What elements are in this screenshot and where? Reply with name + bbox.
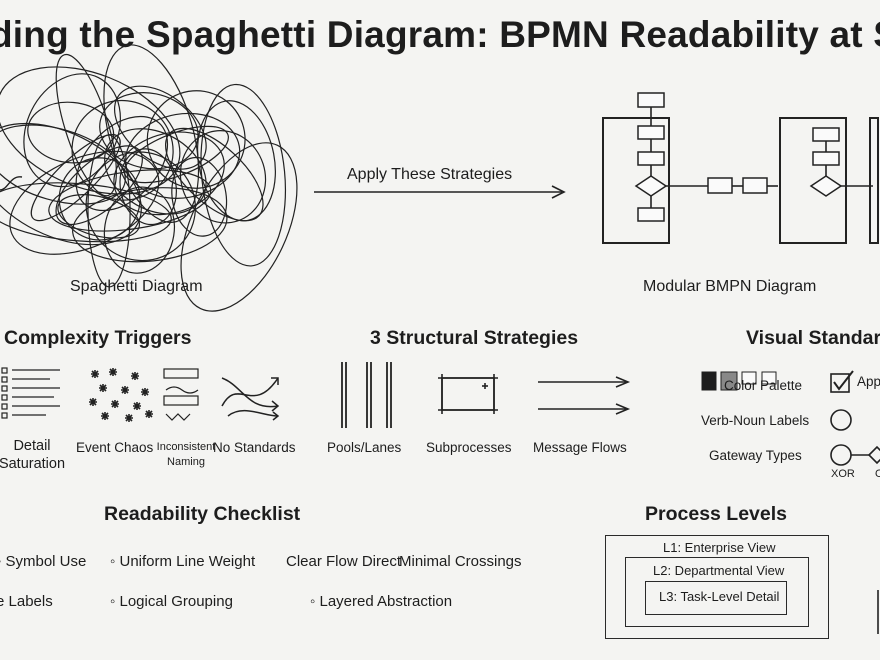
scribble-loop	[85, 151, 196, 262]
apply-strategies-label: Apply These Strategies	[347, 166, 513, 183]
pools-lanes-label: Pools/Lanes	[327, 440, 402, 455]
process-levels-heading: Process Levels	[645, 503, 788, 525]
scribble-loop	[123, 125, 229, 184]
collapsed-subprocess-icon	[438, 374, 498, 414]
bullet-icon: ◦	[110, 593, 120, 610]
event-mark	[131, 372, 139, 380]
checklist-uniform-line-weight: ◦ Uniform Line Weight	[110, 553, 256, 570]
detail-saturation-label: Detail Saturation	[0, 438, 66, 472]
scribble-loop	[0, 182, 172, 243]
level-3-box	[645, 581, 787, 615]
event-mark	[133, 402, 141, 410]
scattered-events-icon	[89, 368, 153, 422]
checklist-layered-abstraction: ◦ Layered Abstraction	[310, 593, 453, 610]
mixed-shapes-icon	[163, 368, 199, 421]
checklist-minimal-crossings: Minimal Crossings	[399, 553, 522, 570]
scribble-loop	[179, 130, 267, 224]
scribble-loop	[27, 101, 115, 164]
xor-label: XOR	[831, 468, 855, 480]
tangled-arrows-icon	[221, 377, 280, 421]
bullet-icon: ◦	[310, 593, 320, 610]
event-mark	[89, 398, 97, 406]
spaghetti-diagram-label: Spaghetti Diagram	[70, 278, 203, 295]
event-mark	[101, 412, 109, 420]
inconsistent-naming-label: Inconsistent Naming	[156, 441, 216, 468]
visual-standards-heading: Visual Standar	[746, 327, 880, 349]
page-title: ding the Spaghetti Diagram: BPMN Readabi…	[0, 14, 880, 55]
message-flows-label: Message Flows	[533, 440, 627, 455]
scribble-loop	[99, 92, 199, 170]
event-mark	[109, 368, 117, 376]
color-swatches-icon	[701, 371, 777, 391]
verb-noun-labels-label: Verb-Noun Labels	[701, 413, 810, 428]
message-flow-arrows-icon	[538, 376, 631, 415]
scribble-loop	[57, 194, 141, 239]
checklist-logical-grouping: ◦ Logical Grouping	[110, 593, 233, 610]
event-mark	[91, 370, 99, 378]
gateway-types-label: Gateway Types	[709, 448, 802, 463]
event-mark	[141, 388, 149, 396]
scribble-loop	[71, 99, 174, 201]
scribble-loop	[0, 122, 142, 246]
event-chaos-label: Event Chaos	[76, 440, 154, 455]
bullet-icon: ◦	[110, 553, 120, 570]
spaghetti-scribble-icon	[0, 44, 298, 312]
arrow-right-icon	[314, 185, 566, 199]
color-palette-label: Color Palette	[724, 378, 803, 393]
event-mark	[121, 386, 129, 394]
bullet-icon: ◦	[0, 553, 6, 570]
scribble-loop	[171, 156, 228, 237]
checkbox-icon	[830, 370, 854, 393]
scribble-loop	[72, 187, 228, 263]
or-label: O	[875, 468, 880, 480]
modular-bpmn-diagram	[602, 92, 879, 244]
partial-frame-icon	[877, 590, 879, 634]
checklist-clear-flow-direction: Clear Flow Direct	[286, 553, 402, 570]
event-circle-icon	[830, 409, 852, 431]
checklist-symbol-use: ◦ Symbol Use	[0, 553, 86, 570]
modular-diagram-label: Modular BMPN Diagram	[643, 278, 817, 295]
event-mark	[111, 400, 119, 408]
level-2-box	[625, 557, 809, 627]
level-2-label: L2: Departmental View	[653, 563, 785, 578]
event-mark	[99, 384, 107, 392]
scribble-loop	[103, 186, 176, 274]
lanes-icon	[341, 362, 392, 428]
scribble-tail	[0, 176, 23, 191]
complexity-triggers-heading: Complexity Triggers	[4, 327, 192, 349]
gateway-icons	[830, 444, 880, 466]
scribble-loop	[200, 83, 287, 267]
scribble-loop	[113, 131, 225, 216]
scribble-loop	[23, 73, 121, 188]
subprocesses-label: Subprocesses	[426, 440, 512, 455]
list-icon	[1, 367, 60, 419]
level-1-label: L1: Enterprise View	[663, 540, 776, 555]
checklist-labels: e Labels	[0, 593, 53, 610]
event-mark	[125, 414, 133, 422]
event-mark	[145, 410, 153, 418]
level-1-box	[605, 535, 829, 639]
level-3-label: L3: Task-Level Detail	[659, 589, 780, 604]
scribble-loop	[55, 53, 117, 197]
no-standards-label: No Standards	[213, 440, 296, 455]
scribble-loop	[104, 128, 207, 215]
app-label: App	[857, 374, 880, 389]
readability-checklist-heading: Readability Checklist	[104, 503, 301, 525]
structural-strategies-heading: 3 Structural Strategies	[370, 327, 579, 349]
